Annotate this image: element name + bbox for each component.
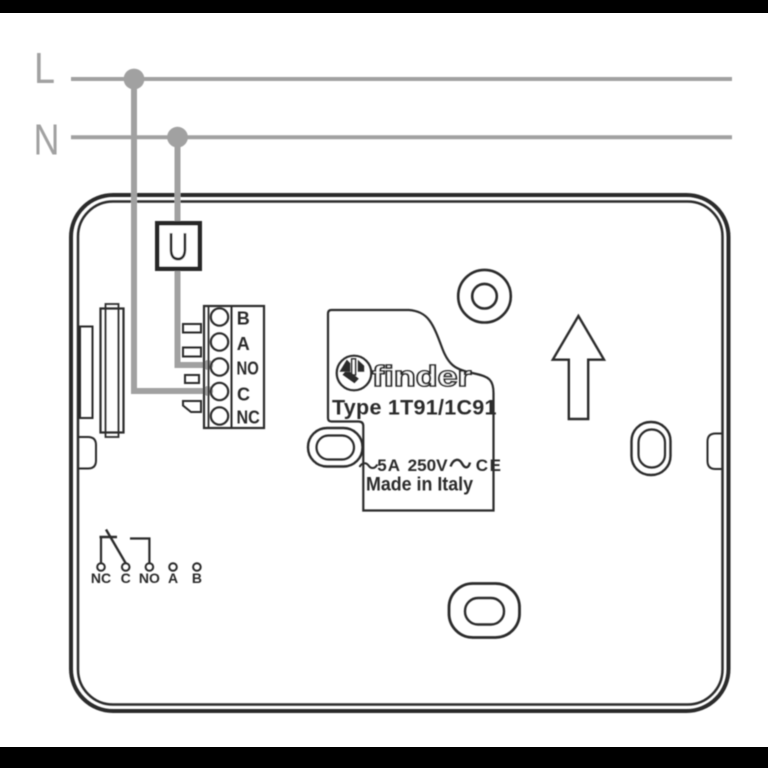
svg-text:finder: finder — [372, 361, 472, 393]
svg-text:B: B — [237, 308, 250, 328]
svg-text:NC: NC — [237, 407, 260, 427]
svg-text:A: A — [237, 334, 250, 354]
svg-text:A: A — [168, 570, 178, 586]
svg-text:Type 1T91/1C91: Type 1T91/1C91 — [332, 395, 497, 419]
svg-text:C: C — [237, 385, 250, 405]
svg-text:Made in Italy: Made in Italy — [366, 473, 473, 495]
svg-text:C: C — [121, 570, 131, 586]
svg-text:C: C — [476, 456, 488, 475]
svg-text:N: N — [34, 116, 60, 165]
svg-text:NO: NO — [237, 359, 259, 379]
svg-text:E: E — [490, 456, 501, 475]
svg-text:B: B — [192, 570, 202, 586]
svg-text:L: L — [34, 44, 55, 93]
svg-text:NC: NC — [91, 570, 111, 586]
svg-text:250V: 250V — [408, 456, 449, 475]
svg-text:NO: NO — [139, 570, 160, 586]
svg-text:U: U — [168, 226, 189, 269]
svg-text:5A: 5A — [377, 456, 401, 475]
